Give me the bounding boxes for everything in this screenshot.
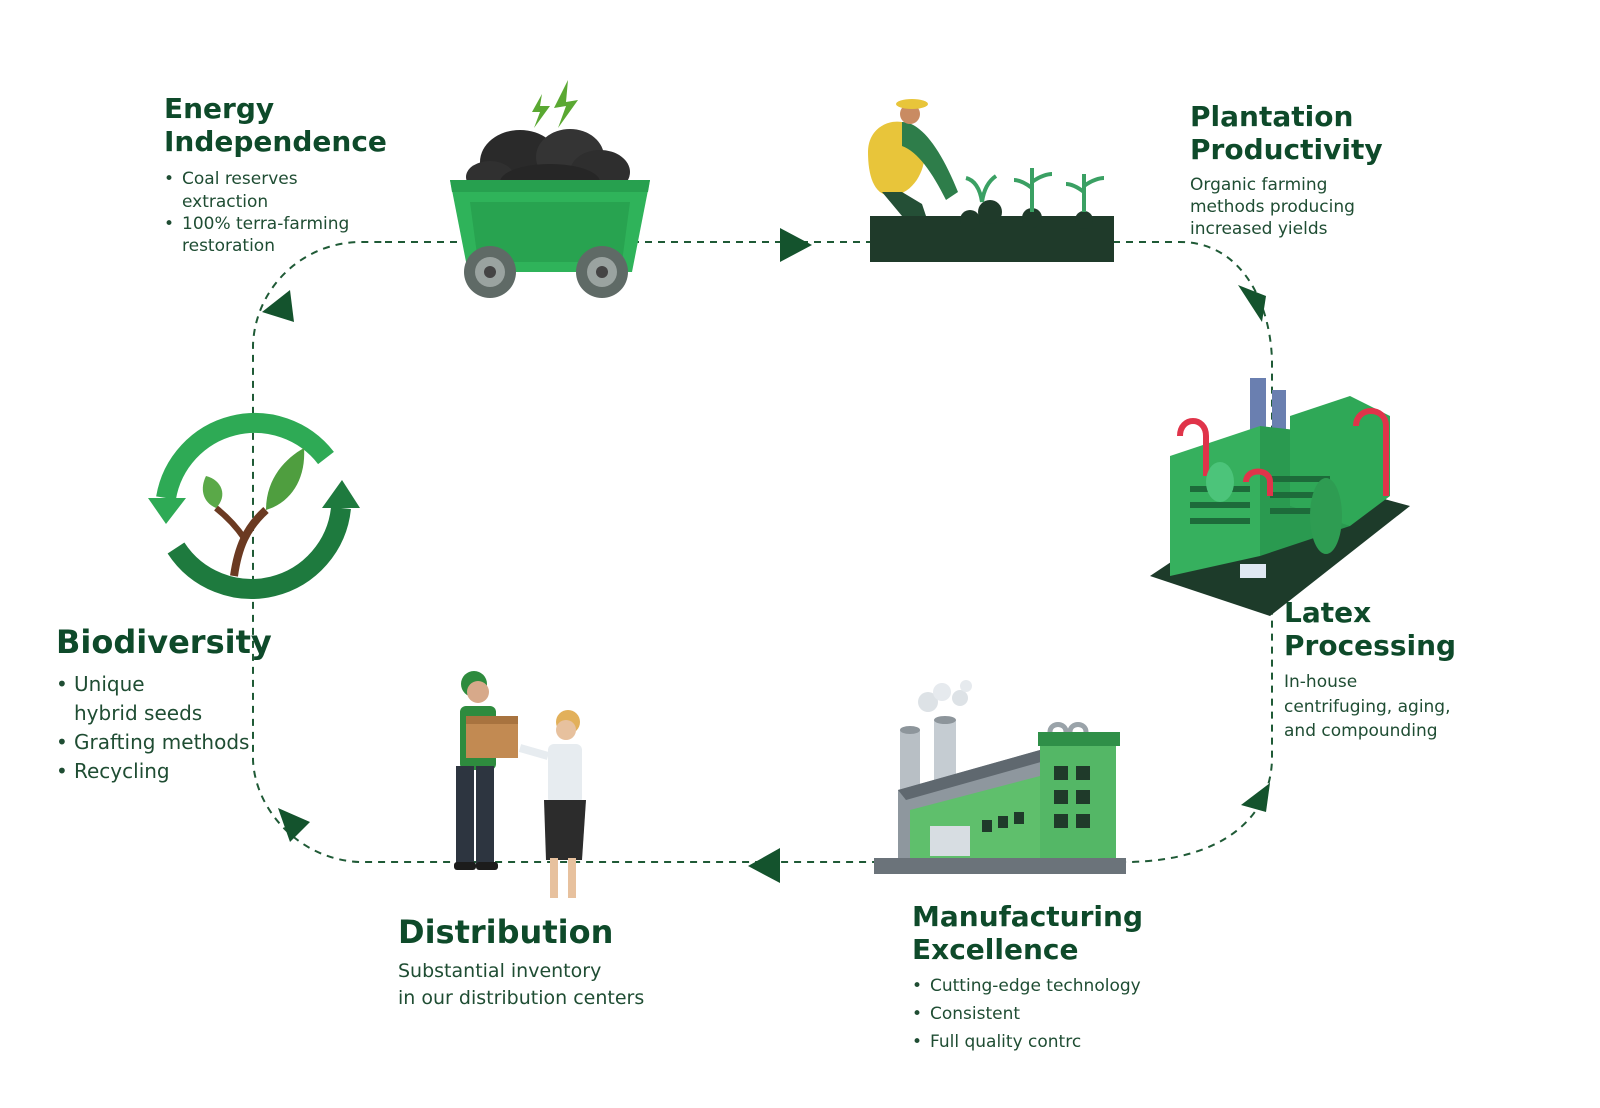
arrow-bottom (748, 848, 780, 883)
distribution-title: Distribution (398, 913, 614, 951)
arrow-left-upper (262, 290, 294, 322)
energy-bullets: Coal reserves extraction 100% terra-farm… (164, 168, 374, 258)
plantation-title-line2: Productivity (1190, 133, 1383, 167)
biodiversity-bullets-more: Grafting methods Recycling (56, 728, 296, 786)
manufacturing-title: Manufacturing Excellence (912, 900, 1192, 966)
energy-bullet-2: 100% terra-farming restoration (164, 213, 374, 258)
arrow-right-lower (1241, 783, 1270, 812)
biodiversity-block: Biodiversity Unique hybrid seeds Graftin… (56, 623, 296, 786)
plantation-desc-line2: methods producing (1190, 197, 1355, 218)
latex-processing-block: Latex Processing In-house centrifuging, … (1284, 596, 1514, 744)
arrow-top-right (1238, 285, 1266, 322)
latex-title-line1: Latex (1284, 596, 1372, 629)
energy-title-line2: Independence (164, 125, 387, 159)
biodiversity-title: Biodiversity (56, 623, 272, 661)
latex-desc-line1: In-house (1284, 672, 1358, 693)
farmer-planting-icon (868, 99, 1114, 262)
cycle-dashed-line (252, 241, 1273, 863)
energy-title: Energy Independence (164, 92, 404, 158)
manufacturing-bullet-1: Cutting-edge technology (912, 972, 1192, 1000)
arrow-top (780, 228, 812, 262)
energy-title-line1: Energy (164, 92, 275, 125)
latex-title: Latex Processing (1284, 596, 1514, 662)
manufacturing-title-line1: Manufacturing (912, 900, 1143, 933)
manufacturing-building-icon (874, 680, 1126, 874)
manufacturing-bullet-2: Consistent (912, 1000, 1192, 1028)
plantation-desc-line1: Organic farming (1190, 175, 1328, 196)
energy-independence-block: Energy Independence Coal reserves extrac… (164, 92, 404, 258)
factory-plant-icon (1150, 378, 1410, 616)
arrow-bottom-left (278, 808, 310, 842)
distribution-block: Distribution Substantial inventory in ou… (398, 913, 718, 1013)
energy-bullet-1: Coal reserves extraction (164, 168, 374, 213)
latex-desc-line3: and compounding (1284, 721, 1438, 742)
latex-desc-line2: centrifuging, aging, (1284, 696, 1451, 717)
distribution-desc-line1: Substantial inventory (398, 959, 602, 982)
plantation-productivity-block: Plantation Productivity Organic farming … (1190, 100, 1430, 240)
distribution-desc: Substantial inventory in our distributio… (398, 958, 718, 1013)
biodiversity-bullet-3: Recycling (56, 757, 296, 786)
manufacturing-bullet-3: Full quality contrc (912, 1028, 1192, 1056)
plantation-desc: Organic farming methods producing increa… (1190, 174, 1430, 240)
biodiversity-bullet-2: Grafting methods (56, 728, 296, 757)
plantation-desc-line3: increased yields (1190, 219, 1328, 240)
manufacturing-excellence-block: Manufacturing Excellence Cutting-edge te… (912, 900, 1192, 1056)
plantation-title: Plantation Productivity (1190, 100, 1430, 166)
manufacturing-title-line2: Excellence (912, 933, 1079, 967)
latex-desc: In-house centrifuging, aging, and compou… (1284, 670, 1514, 744)
latex-title-line2: Processing (1284, 629, 1457, 663)
sprout-recycle-icon (148, 413, 360, 599)
plantation-title-line1: Plantation (1190, 100, 1354, 133)
distribution-desc-line2: in our distribution centers (398, 987, 645, 1010)
delivery-handover-icon (454, 671, 586, 898)
biodiversity-bullets: Unique hybrid seeds (56, 670, 206, 728)
coal-cart-icon (450, 80, 650, 298)
manufacturing-bullets: Cutting-edge technology Consistent Full … (912, 972, 1192, 1056)
biodiversity-bullet-1: Unique hybrid seeds (56, 670, 206, 728)
